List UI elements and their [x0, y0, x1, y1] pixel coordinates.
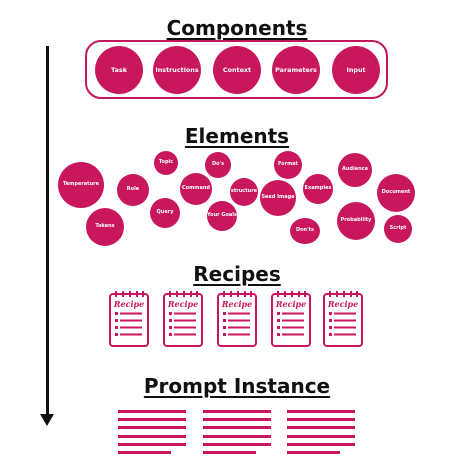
element-tokens: Tokens	[86, 208, 124, 246]
recipe-card-icon: Recipe	[163, 291, 203, 347]
recipe-card-label: Recipe	[327, 299, 358, 309]
components-container	[85, 40, 388, 99]
element-topic: Topic	[154, 151, 178, 175]
prompt-text-block	[203, 410, 271, 459]
recipe-card-icon: Recipe	[109, 291, 149, 347]
element-examples: Examples	[303, 174, 333, 204]
element-role: Role	[117, 174, 149, 206]
element-dos: Do's	[205, 152, 231, 178]
recipes-heading: Recipes	[193, 262, 281, 286]
recipe-card-label: Recipe	[275, 299, 306, 309]
component-context: Context	[213, 46, 261, 94]
element-query: Query	[150, 198, 180, 228]
prompt-text-block	[118, 410, 186, 459]
component-input: Input	[332, 46, 380, 94]
component-parameters: Parameters	[272, 46, 320, 94]
element-temperature: Temperature	[58, 162, 104, 208]
element-audience: Audience	[338, 153, 372, 187]
element-structure: structure	[230, 178, 258, 206]
recipe-card-label: Recipe	[113, 299, 144, 309]
element-document: Document	[377, 174, 415, 212]
element-script: Script	[384, 215, 412, 243]
prompt-text-block	[287, 410, 355, 459]
recipe-card-icon: Recipe	[217, 291, 257, 347]
component-instructions: Instructions	[153, 46, 201, 94]
flow-arrow-head-icon	[40, 414, 54, 426]
prompt-instance-heading: Prompt Instance	[143, 374, 331, 398]
element-your-goals: Your Goals	[207, 201, 237, 231]
element-donts: Don'ts	[290, 218, 320, 244]
element-command: Command	[180, 173, 212, 205]
element-seed-image: Seed Image	[260, 180, 296, 216]
recipe-card-icon: Recipe	[271, 291, 311, 347]
recipe-card-icon: Recipe	[323, 291, 363, 347]
components-heading: Components	[166, 16, 308, 40]
elements-heading: Elements	[184, 124, 290, 148]
element-probability: Probability	[337, 202, 375, 240]
component-task: Task	[95, 46, 143, 94]
flow-arrow-line	[46, 46, 49, 416]
recipe-card-label: Recipe	[167, 299, 198, 309]
element-format: Format	[274, 151, 302, 179]
recipe-card-label: Recipe	[221, 299, 252, 309]
